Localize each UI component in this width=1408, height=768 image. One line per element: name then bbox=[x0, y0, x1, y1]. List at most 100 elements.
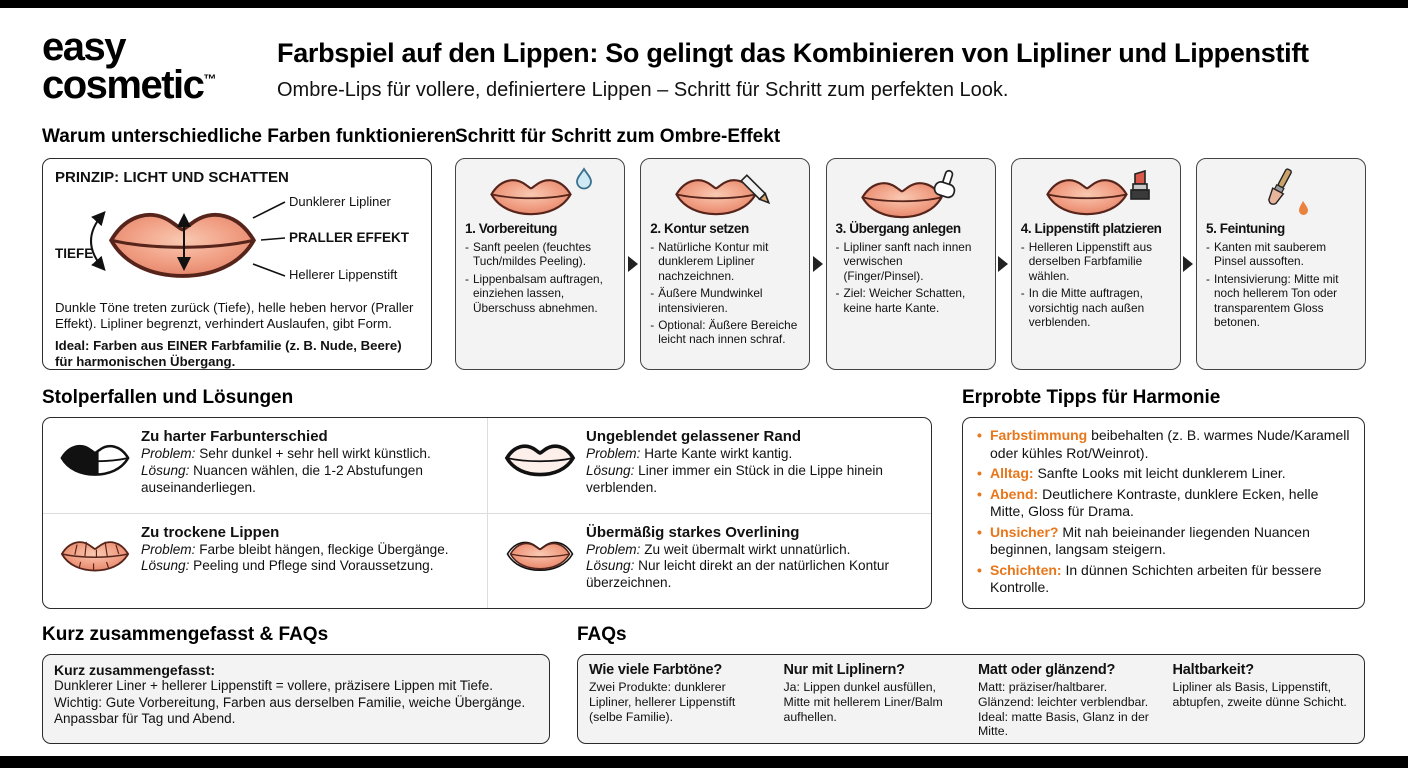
step-bullet: Helleren Lippenstift aus derselben Farbf… bbox=[1021, 240, 1171, 283]
step-bullet: Ziel: Weicher Schatten, keine harte Kant… bbox=[836, 286, 986, 315]
tip-item: Farbstimmung beibehalten (z. B. warmes N… bbox=[976, 427, 1351, 462]
lips-diagram-graphic bbox=[90, 201, 286, 294]
principle-paragraph: Dunkle Töne treten zurück (Tiefe), helle… bbox=[55, 300, 414, 332]
step-bullet: Lippenbalsam auftragen, einziehen lassen… bbox=[465, 272, 615, 315]
section-heading-principle: Warum unterschiedliche Farben funktionie… bbox=[42, 126, 457, 147]
step-card-4: 4. Lippenstift platzieren Helleren Lippe… bbox=[1010, 158, 1181, 370]
lips-lipstick-icon bbox=[1021, 167, 1171, 219]
label-plump-effect: PRALLER EFFEKT bbox=[289, 230, 409, 245]
step-bullet: Optional: Äußere Bereiche leicht nach in… bbox=[650, 318, 800, 347]
steps-row: 1. Vorbereitung Sanft peelen (feuchtes T… bbox=[455, 158, 1366, 370]
step-title: 2. Kontur setzen bbox=[650, 221, 749, 236]
problem-label: Problem: bbox=[141, 446, 196, 461]
faq-answer: Matt: präziser/haltbarer. Glänzend: leic… bbox=[978, 680, 1149, 739]
tip-text: Mit nah beieinander liegenden Nuancen be… bbox=[990, 523, 1310, 558]
tip-item: Unsicher? Mit nah beieinander liegenden … bbox=[976, 524, 1351, 559]
pitfall-problem: Problem: Sehr dunkel + sehr hell wirkt k… bbox=[141, 446, 431, 461]
tip-item: Abend: Deutlichere Kontraste, dunklere E… bbox=[976, 486, 1351, 521]
faq-question: Nur mit Liplinern? bbox=[783, 662, 905, 678]
tip-text: In dünnen Schichten arbeiten für bessere… bbox=[990, 561, 1322, 596]
faq-item: Wie viele Farbtöne? Zwei Produkte: dunkl… bbox=[589, 662, 770, 739]
lips-overlining-icon bbox=[504, 534, 576, 579]
step-bullet: Natürliche Kontur mit dunklerem Lipliner… bbox=[650, 240, 800, 283]
tip-keyword: Abend: bbox=[990, 485, 1039, 502]
faq-item: Matt oder glänzend? Matt: präziser/haltb… bbox=[978, 662, 1159, 739]
summary-line: Wichtig: Gute Vorbereitung, Farben aus d… bbox=[54, 694, 526, 710]
faq-answer: Ja: Lippen dunkel ausfüllen, Mitte mit h… bbox=[783, 680, 943, 724]
label-depth: TIEFE bbox=[55, 246, 94, 261]
header: Farbspiel auf den Lippen: So gelingt das… bbox=[277, 38, 1367, 102]
principle-ideal-paragraph: Ideal: Farben aus EINER Farbfamilie (z. … bbox=[55, 338, 419, 370]
tip-keyword: Unsicher? bbox=[990, 523, 1059, 540]
step-card-5: 5. Feintuning Kanten mit sauberem Pinsel… bbox=[1196, 158, 1366, 370]
logo-word-cosmetic: cosmetic™ bbox=[42, 63, 216, 107]
pitfall-title: Übermäßig starkes Overlining bbox=[586, 523, 800, 541]
step-title: 3. Übergang anlegen bbox=[835, 221, 962, 236]
tip-text: Deutlichere Kontraste, dunklere Ecken, h… bbox=[990, 485, 1319, 520]
section-heading-faqs: FAQs bbox=[577, 624, 627, 645]
pitfall-solution: Lösung: Liner immer ein Stück in die Lip… bbox=[586, 462, 883, 495]
label-darker-lipliner: Dunklerer Lipliner bbox=[289, 194, 391, 209]
step-bullet: Intensivierung: Mitte mit noch hellerem … bbox=[1206, 272, 1356, 330]
page-title: Farbspiel auf den Lippen: So gelingt das… bbox=[277, 38, 1309, 68]
tip-item: Alltag: Sanfte Looks mit leicht dunklere… bbox=[976, 465, 1351, 483]
step-bullet: In die Mitte auftragen, vorsichtig nach … bbox=[1021, 286, 1171, 329]
pitfall-item: Zu harter Farbunterschied Problem: Sehr … bbox=[43, 418, 487, 513]
faq-question: Haltbarkeit? bbox=[1172, 662, 1255, 678]
faq-question: Matt oder glänzend? bbox=[978, 662, 1116, 678]
principle-box: PRINZIP: LICHT UND SCHATTEN Dunklerer Li… bbox=[42, 158, 432, 370]
step-title: 4. Lippenstift platzieren bbox=[1020, 221, 1162, 236]
step-card-1: 1. Vorbereitung Sanft peelen (feuchtes T… bbox=[455, 158, 625, 370]
tip-text: beibehalten (z. B. warmes Nude/Karamell … bbox=[990, 427, 1350, 461]
step-bullet: Sanft peelen (feuchtes Tuch/mildes Peeli… bbox=[465, 240, 615, 269]
lips-contrast-icon bbox=[59, 438, 131, 483]
logo-word-cosmetic-text: cosmetic bbox=[42, 63, 205, 107]
top-letterbox-bar bbox=[0, 0, 1408, 8]
step-bullet: Lipliner sanft nach innen verwischen (Fi… bbox=[836, 240, 986, 283]
tip-text: Sanfte Looks mit leicht dunklerem Liner. bbox=[1033, 465, 1286, 481]
principle-box-title: PRINZIP: LICHT UND SCHATTEN bbox=[55, 169, 289, 186]
brand-logo: easy cosmetic™ bbox=[42, 27, 216, 107]
solution-label: Lösung: bbox=[141, 462, 190, 478]
lips-finger-icon bbox=[836, 167, 986, 219]
step-arrow-icon bbox=[627, 256, 638, 272]
lips-hard-edge-icon bbox=[504, 438, 576, 483]
step-title: 5. Feintuning bbox=[1206, 221, 1285, 236]
lips-droplet-icon bbox=[465, 167, 615, 219]
brush-icon bbox=[1206, 167, 1356, 219]
pitfalls-grid: Zu harter Farbunterschied Problem: Sehr … bbox=[43, 418, 931, 608]
problem-label: Problem: bbox=[586, 446, 641, 461]
section-heading-steps: Schritt für Schritt zum Ombre-Effekt bbox=[455, 126, 781, 147]
label-lighter-lipstick: Hellerer Lippenstift bbox=[289, 267, 398, 282]
pitfall-item: Zu trockene Lippen Problem: Farbe bleibt… bbox=[43, 512, 487, 609]
pitfall-solution: Lösung: Nuancen wählen, die 1-2 Abstufun… bbox=[141, 462, 423, 495]
faq-question: Wie viele Farbtöne? bbox=[589, 662, 723, 678]
tips-box: Farbstimmung beibehalten (z. B. warmes N… bbox=[962, 417, 1365, 609]
solution-label: Lösung: bbox=[586, 558, 635, 574]
faq-box: Wie viele Farbtöne? Zwei Produkte: dunkl… bbox=[577, 654, 1365, 744]
page-subtitle: Ombre-Lips für vollere, definiertere Lip… bbox=[277, 79, 1009, 101]
faq-item: Haltbarkeit? Lipliner als Basis, Lippens… bbox=[1173, 662, 1354, 739]
lips-pencil-icon bbox=[650, 167, 800, 219]
summary-line: Dunklerer Liner + hellerer Lippenstift =… bbox=[54, 678, 493, 693]
section-heading-summary: Kurz zusammengefasst & FAQs bbox=[42, 624, 329, 645]
tip-keyword: Alltag: bbox=[990, 465, 1034, 481]
section-heading-pitfalls: Stolperfallen und Lösungen bbox=[42, 387, 294, 408]
lips-diagram: Dunklerer Lipliner PRALLER EFFEKT Heller… bbox=[55, 188, 419, 294]
pitfalls-box: Zu harter Farbunterschied Problem: Sehr … bbox=[42, 417, 932, 609]
step-card-2: 2. Kontur setzen Natürliche Kontur mit d… bbox=[640, 158, 811, 370]
step-arrow-icon bbox=[1183, 256, 1194, 272]
summary-line: Anpassbar für Tag und Abend. bbox=[54, 711, 236, 727]
summary-title: Kurz zusammengefasst: bbox=[54, 662, 216, 678]
faq-answer: Lipliner als Basis, Lippenstift, abtupfe… bbox=[1172, 680, 1347, 709]
problem-label: Problem: bbox=[586, 541, 641, 557]
step-arrow-icon bbox=[812, 256, 823, 272]
solution-label: Lösung: bbox=[141, 558, 190, 574]
step-title: 1. Vorbereitung bbox=[465, 221, 558, 236]
solution-label: Lösung: bbox=[586, 462, 635, 478]
faq-answer: Zwei Produkte: dunklerer Lipliner, helle… bbox=[589, 680, 736, 724]
summary-box: Kurz zusammengefasst: Dunklerer Liner + … bbox=[42, 654, 550, 744]
pitfall-item: Übermäßig starkes Overlining Problem: Zu… bbox=[487, 512, 931, 608]
lips-dry-icon bbox=[59, 534, 131, 579]
